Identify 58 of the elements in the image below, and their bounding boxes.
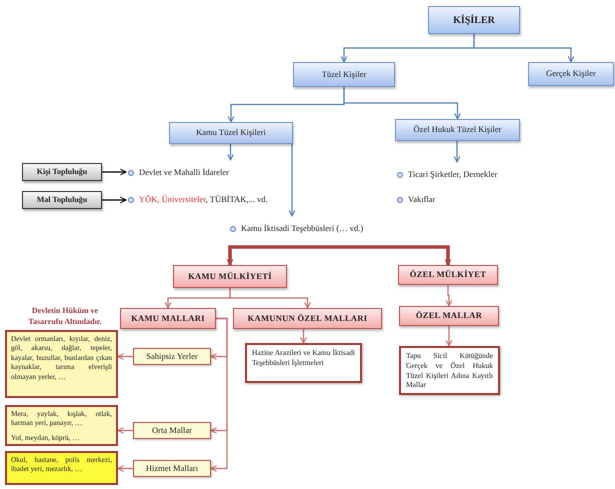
node-text: Sahipsiz Yerler — [146, 350, 198, 362]
note-text: Devletin Hüküm ve Tasarrufu Altındadır. — [27, 306, 103, 328]
label-box — [22, 163, 102, 181]
list-item: Devlet ve Mahalli İdareler — [139, 167, 229, 179]
node-text: Kamu Tüzel Kişileri — [196, 127, 266, 139]
list-item: Ticari Şirketler, Dernekler — [408, 169, 498, 181]
node-box — [169, 122, 293, 144]
node-text: KAMUNUN ÖZEL MALLARI — [248, 312, 368, 324]
arrow — [102, 168, 127, 176]
arrow — [343, 87, 461, 120]
arrow — [229, 288, 311, 309]
arrow — [288, 144, 296, 217]
node-text: Tüzel Kişiler — [322, 68, 366, 80]
arrow — [117, 465, 133, 472]
list-item: YÖK, Üniversiteler, TÜBİTAK,... vd. — [139, 194, 268, 206]
example-box — [5, 451, 118, 485]
list-item: Vakıflar — [408, 194, 436, 206]
example-box — [5, 330, 118, 398]
arrow — [446, 326, 452, 347]
category-box — [133, 422, 211, 439]
node-text: Gerçek Kişiler — [546, 68, 596, 80]
node-text: Kişi Topluluğu — [36, 166, 88, 178]
node-text: Hizmet Malları — [146, 462, 198, 474]
category-box — [120, 308, 216, 329]
example-box — [5, 405, 118, 446]
node-box — [293, 62, 395, 87]
label-box — [22, 191, 102, 209]
node-text: KAMU MÜLKİYETİ — [188, 270, 272, 282]
category-box — [398, 265, 498, 285]
node-text: ÖZEL MALLAR — [416, 310, 482, 322]
node-text: Özel Hukuk Tüzel Kişiler — [414, 124, 502, 136]
node-text: KAMU MALLARI — [131, 312, 205, 324]
node-box — [528, 62, 614, 86]
description-box — [245, 343, 362, 383]
arrow — [446, 285, 452, 307]
arrow — [473, 34, 574, 63]
arrow — [117, 353, 133, 360]
category-box — [399, 306, 499, 326]
arrow — [102, 196, 127, 204]
arrow — [300, 329, 307, 344]
arrow — [345, 245, 452, 266]
node-text: Mal Topluluğu — [36, 194, 88, 206]
node-text: KİŞİLER — [453, 14, 495, 26]
node-text: Orta Mallar — [152, 424, 192, 436]
category-box — [133, 348, 211, 365]
arrow — [227, 144, 234, 161]
category-box — [173, 265, 287, 288]
arrow — [117, 427, 133, 434]
list-item: Kamu İktisadi Teşebbüsleri (… vd.) — [241, 223, 364, 235]
node-box — [395, 119, 520, 141]
description-box — [399, 346, 500, 395]
node-text: ÖZEL MÜLKİYET — [410, 269, 486, 281]
category-box — [233, 308, 382, 329]
arrow — [226, 245, 345, 266]
category-box — [133, 460, 211, 477]
arrow — [454, 141, 460, 163]
node-box — [428, 6, 520, 34]
arrow — [210, 318, 228, 472]
